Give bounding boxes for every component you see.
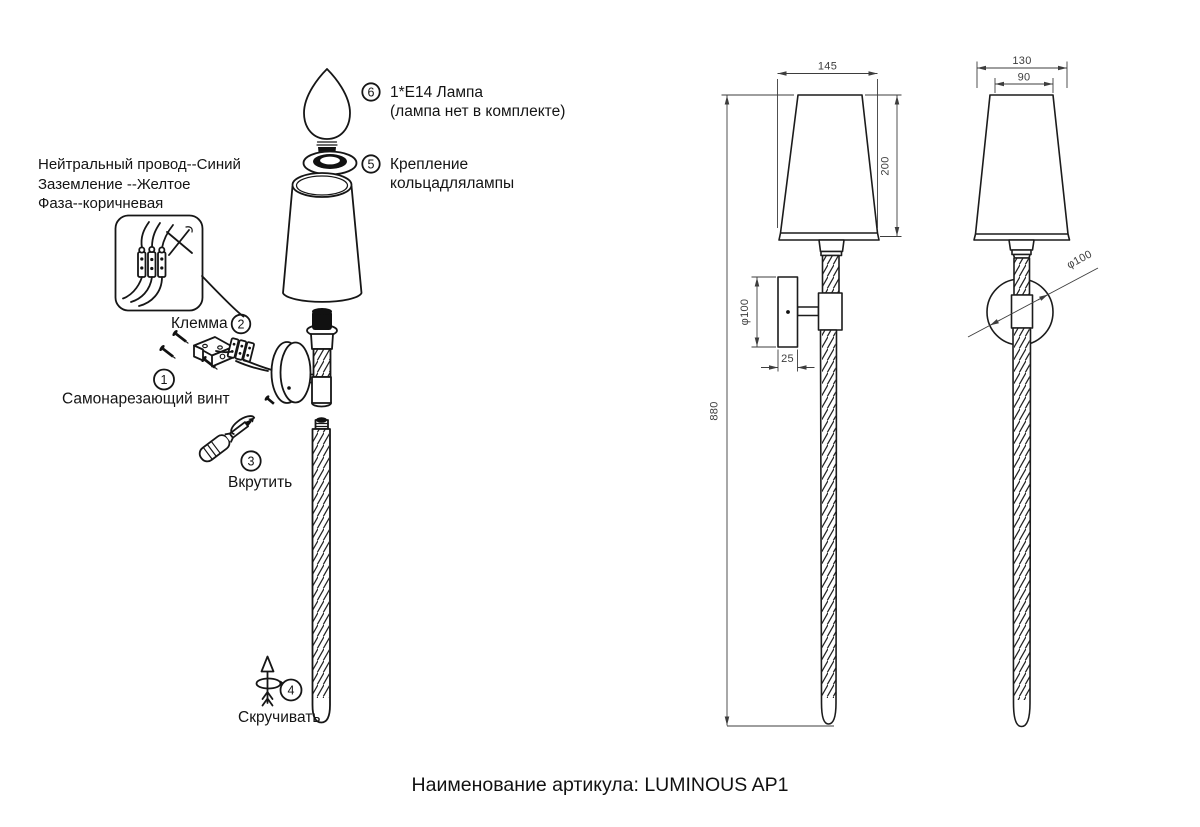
step4-number: 4 — [288, 684, 295, 698]
wall-mount-icon — [264, 308, 338, 408]
step2-number: 2 — [238, 318, 245, 332]
article-title: Наименование артикула: LUMINOUS AP1 — [412, 774, 789, 796]
wiring-line1: Нейтральный провод--Синий — [38, 156, 241, 173]
bulb-icon — [303, 68, 351, 159]
step4-label: 4 Скручивать — [238, 678, 320, 726]
front-sleeve — [1010, 294, 1034, 329]
step1-label: 1 Самонарезающий винт — [62, 368, 230, 408]
dim-shade-bottom-width: 130 — [976, 55, 1068, 88]
step6-number: 6 — [368, 86, 375, 100]
step2-label: Клемма 2 — [171, 313, 252, 335]
step5-text-line2: кольцадлялампы — [390, 175, 514, 192]
side-rod — [819, 329, 838, 725]
step4-text: Скручивать — [238, 709, 320, 726]
screwdriver-cross-icon — [166, 226, 193, 256]
svg-text:200: 200 — [880, 156, 892, 175]
svg-text:φ100: φ100 — [739, 299, 751, 326]
front-rod — [1012, 327, 1032, 728]
step6-label: 6 1*E14 Лампа (лампа нет в комплекте) — [361, 82, 565, 120]
side-shade-outline — [778, 94, 880, 241]
terminal-block-icon — [226, 337, 255, 363]
step3-label: 3 Вкрутить — [228, 450, 292, 491]
dim-backplate-depth: 25 — [761, 349, 815, 372]
dim-shade-width: 145 — [777, 61, 878, 228]
side-sleeve — [817, 292, 843, 331]
wiring-line3: Фаза--коричневая — [38, 195, 163, 212]
front-shade-outline — [973, 94, 1071, 241]
lampshade-icon — [282, 172, 363, 303]
side-arm — [796, 306, 820, 317]
step6-text-line1: 1*E14 Лампа — [390, 84, 483, 101]
svg-text:90: 90 — [1018, 72, 1031, 84]
small-screw-icon — [264, 395, 275, 405]
svg-text:130: 130 — [1012, 55, 1031, 67]
mounting-ring-icon — [302, 150, 358, 176]
step5-circle — [361, 154, 381, 174]
wiring-line2: Заземление --Желтое — [38, 176, 191, 193]
step5-label: 5 Крепление кольцадлялампы — [361, 154, 514, 192]
dim-shade-height: 200 — [865, 94, 902, 237]
twist-arrow-icon — [255, 655, 284, 707]
dim-backplate-diameter-side: φ100 — [739, 276, 776, 348]
wiring-note: Нейтральный провод--Синий Заземление --Ж… — [38, 156, 241, 212]
step5-text-line1: Крепление — [390, 156, 468, 173]
step2-text: Клемма — [171, 315, 228, 332]
twisted-rod-icon — [311, 417, 331, 724]
dim-overall-height: 880 — [709, 94, 834, 727]
step6-text-line2: (лампа нет в комплекте) — [390, 103, 565, 120]
terminal-blocks-icon — [137, 245, 167, 278]
step1-text: Самонарезающий винт — [62, 391, 230, 408]
exploded-view: 6 1*E14 Лампа (лампа нет в комплекте) 5 … — [38, 68, 565, 726]
side-socket — [818, 239, 845, 253]
side-view-drawing: 145 200 880 φ100 25 — [709, 61, 902, 727]
step5-number: 5 — [368, 158, 375, 172]
svg-text:25: 25 — [781, 353, 794, 365]
step2-circle — [230, 313, 252, 335]
front-socket — [1008, 239, 1035, 251]
screwdriver-icon — [198, 415, 256, 463]
rotation-arrow-icon — [230, 415, 256, 435]
step3-number: 3 — [248, 455, 255, 469]
dim-shade-top-width: 90 — [994, 72, 1054, 93]
front-view-drawing: 130 90 φ100 — [967, 55, 1099, 728]
svg-text:145: 145 — [818, 61, 837, 73]
step6-circle — [361, 82, 381, 102]
step1-circle — [153, 368, 175, 391]
step3-circle — [240, 450, 262, 472]
step1-number: 1 — [161, 373, 168, 387]
terminal-callout-bubble — [114, 214, 245, 318]
step4-circle — [279, 678, 303, 702]
step3-text: Вкрутить — [228, 474, 292, 491]
svg-text:880: 880 — [709, 401, 721, 420]
svg-text:φ100: φ100 — [1065, 248, 1094, 271]
